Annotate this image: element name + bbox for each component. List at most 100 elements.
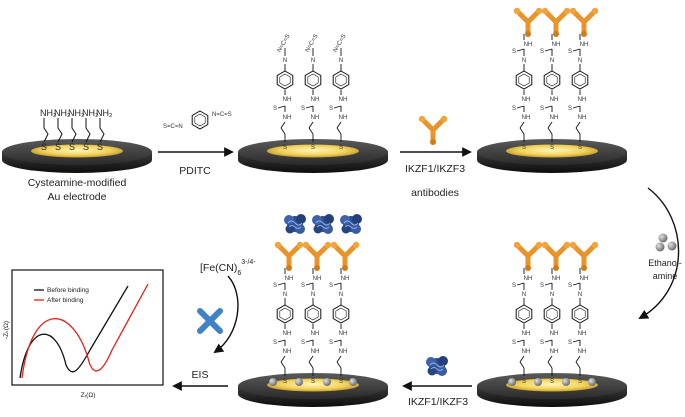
bond-line <box>575 127 581 135</box>
nh-label: NH <box>283 349 292 355</box>
ncs-label: N=C=S <box>212 112 232 118</box>
nh-label: NH <box>311 115 320 121</box>
bond-line <box>544 105 553 109</box>
pditc-molecule: S=C=N N=C=S <box>163 110 232 130</box>
bond-line <box>305 105 314 109</box>
phenyl-ring <box>571 304 589 324</box>
n-label: N <box>283 58 287 64</box>
bond-line <box>575 121 581 129</box>
phenyl-ring <box>276 70 294 90</box>
s-label: S <box>540 283 544 289</box>
antibody <box>542 8 570 37</box>
s-label: S <box>550 379 554 385</box>
antibody-step: IKZF1/IKZF3 antibodies <box>400 116 472 199</box>
nh2-label: NH₂ <box>96 108 113 118</box>
s-label: S <box>578 145 582 151</box>
bond-line <box>544 48 553 52</box>
antibody <box>331 242 359 271</box>
s-label: S <box>311 145 315 151</box>
nh-label: NH <box>283 115 292 121</box>
s-label: S <box>273 283 277 289</box>
n-label: N <box>339 292 343 298</box>
bond-line <box>277 105 286 109</box>
nh-label: NH <box>550 331 559 337</box>
nh-label: NH <box>550 97 559 103</box>
bond-line <box>572 48 581 52</box>
bond-line <box>544 339 553 343</box>
antibody <box>303 242 331 271</box>
phenyl-ring <box>332 70 350 90</box>
s-label: S <box>522 379 526 385</box>
nh-label: NH <box>341 276 350 282</box>
ikzf-bottom-label: IKZF1/IKZF3 <box>408 396 468 408</box>
eis-step: EIS <box>172 369 228 391</box>
nh-label: NH <box>283 97 292 103</box>
nh-label: NH <box>578 97 587 103</box>
bond-line <box>547 361 553 369</box>
ethanolamine-block <box>323 378 331 386</box>
nh-label: NH <box>522 331 531 337</box>
n-label: N <box>283 292 287 298</box>
nh-label: NH <box>522 97 531 103</box>
bond-line <box>336 355 342 363</box>
ethanolamine-block <box>508 378 516 386</box>
bond-line <box>516 282 525 286</box>
nh-label: NH <box>524 42 533 48</box>
ncs-label: N=C=S <box>305 33 320 53</box>
s-label: S <box>283 379 287 385</box>
eis-label: EIS <box>192 369 209 381</box>
blocked-cross-icon <box>197 308 223 334</box>
phenyl-ring <box>304 70 322 90</box>
ethanolamine-block <box>534 378 542 386</box>
nh-label: NH <box>578 349 587 355</box>
n-label: N <box>578 58 582 64</box>
ethanolamine-ball <box>667 241 677 251</box>
bond-line <box>547 355 553 363</box>
ethanolamine-step: Ethanol- amine <box>638 187 682 319</box>
nh-label: NH <box>550 115 559 121</box>
step1-caption-line2: Au electrode <box>48 191 107 203</box>
ikzf-top-label: IKZF1/IKZF3 <box>405 163 465 175</box>
bond-line <box>336 361 342 369</box>
bond-line <box>277 339 286 343</box>
s-label: S <box>540 340 544 346</box>
s-label: S <box>83 142 89 152</box>
ethanolamine-ball <box>655 242 665 252</box>
bond-line <box>308 361 314 369</box>
nh-label: NH <box>522 349 531 355</box>
antibody <box>275 242 303 271</box>
antibody <box>542 242 570 271</box>
nh-label: NH <box>339 97 348 103</box>
s-label: S <box>311 379 315 385</box>
bond-line <box>572 339 581 343</box>
bond-line <box>308 121 314 129</box>
nh-label: NH <box>283 331 292 337</box>
bond-line <box>333 339 342 343</box>
legend-after: After binding <box>47 297 84 304</box>
n-label: N <box>578 292 582 298</box>
pditc-label: PDITC <box>179 165 211 177</box>
bond-line <box>280 355 286 363</box>
antibody <box>514 8 542 37</box>
bond-line <box>516 339 525 343</box>
s-label: S <box>550 145 554 151</box>
bond-line <box>544 282 553 286</box>
antibody <box>570 8 598 37</box>
redox-probe: [Fe(CN)63-/4- <box>197 259 256 354</box>
phenyl-ring <box>543 70 561 90</box>
s-label: S <box>273 340 277 346</box>
bond-line <box>519 355 525 363</box>
nh2-label: NH₂ <box>40 108 57 118</box>
s-label: S <box>339 379 343 385</box>
s-label: S <box>329 283 333 289</box>
target-binding-step: IKZF1/IKZF3 <box>402 355 472 408</box>
scn-label: S=C=N <box>163 124 183 130</box>
n-label: N <box>550 292 554 298</box>
antibody-icon <box>419 116 447 145</box>
s-label: S <box>273 106 277 112</box>
s-label: S <box>568 49 572 55</box>
